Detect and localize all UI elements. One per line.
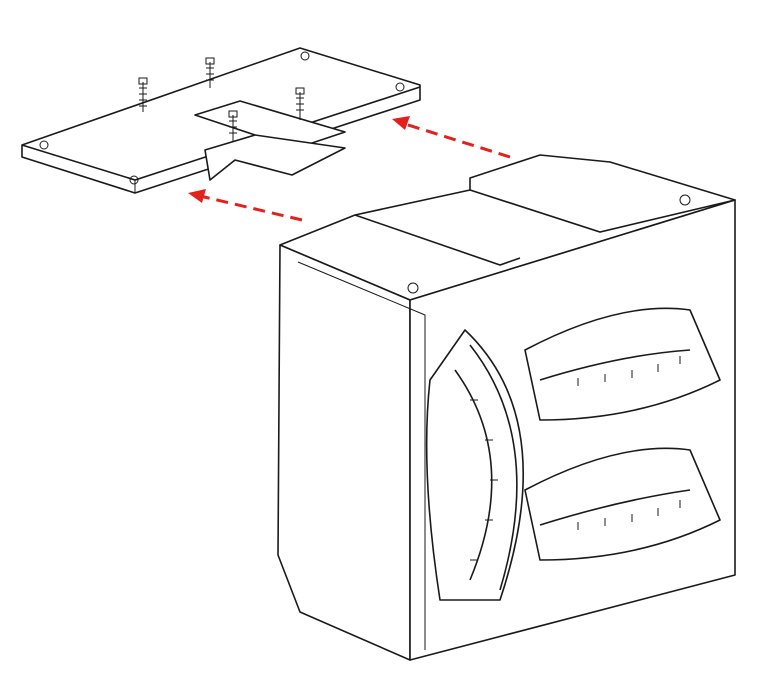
screw-icon — [228, 110, 238, 142]
screws — [138, 57, 305, 142]
screw-icon — [295, 87, 305, 120]
mounting-plate — [21, 47, 421, 194]
screw-icon — [138, 77, 148, 112]
direction-arrows — [188, 116, 511, 222]
screw-icon — [205, 57, 215, 88]
gauge-dials — [425, 307, 721, 601]
